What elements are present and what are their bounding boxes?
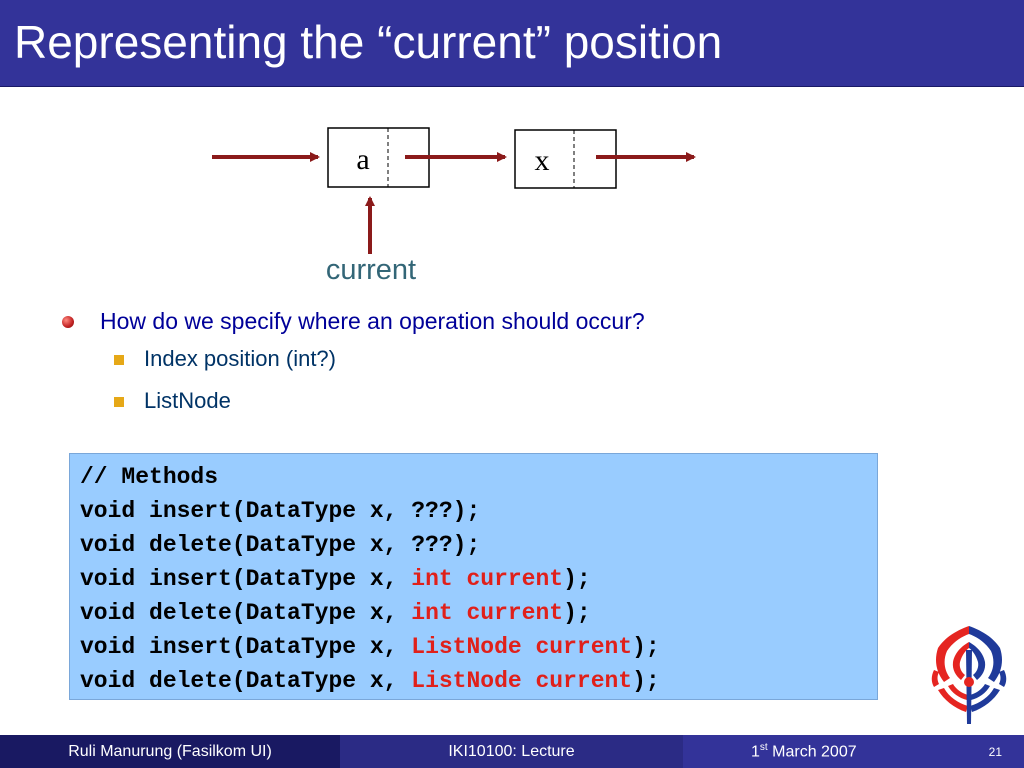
footer-course-section: IKI10100: Lecture	[340, 735, 683, 768]
footer-course: IKI10100: Lecture	[448, 742, 575, 760]
current-pointer-label: current	[326, 254, 416, 286]
code-line-1: // Methods	[80, 464, 219, 490]
footer-date-rest: March 2007	[767, 743, 857, 761]
footer-author: Ruli Manurung (Fasilkom UI)	[68, 742, 272, 760]
code-line-7: void delete(DataType x, ListNode current…	[80, 664, 877, 698]
code-text: void insert(DataType x,	[80, 634, 412, 660]
logo-red-half	[931, 626, 969, 712]
code-highlight: ListNode current	[411, 634, 633, 660]
footer-author-section: Ruli Manurung (Fasilkom UI)	[0, 735, 340, 768]
bullet-main-text: How do we specify where an operation sho…	[100, 308, 645, 334]
code-block: // Methods void insert(DataType x, ???);…	[69, 453, 878, 700]
bullet-dot-icon	[62, 316, 74, 328]
bullet-list: How do we specify where an operation sho…	[62, 306, 962, 422]
code-text: );	[563, 566, 591, 592]
footer-date: 1st March 2007	[751, 742, 857, 761]
footer-page-number: 21	[988, 745, 1002, 759]
title-bar: Representing the “current” position	[0, 0, 1024, 87]
code-line-4: void insert(DataType x, int current);	[80, 562, 877, 596]
code-text: void delete(DataType x,	[80, 668, 412, 694]
bullet-sub-2: ListNode	[62, 385, 962, 422]
code-highlight: ListNode current	[411, 668, 633, 694]
footer-date-suffix: st	[759, 742, 768, 753]
university-logo-icon	[931, 626, 1007, 724]
code-line-5: void delete(DataType x, int current);	[80, 596, 877, 630]
logo-center-dot	[964, 677, 974, 687]
linked-list-diagram: a x current	[212, 127, 696, 286]
code-line-2: void insert(DataType x, ???);	[80, 498, 481, 524]
bullet-sub-1: Index position (int?)	[62, 343, 962, 380]
node-x-value: x	[535, 144, 550, 177]
bullet-sub-2-text: ListNode	[144, 388, 231, 413]
code-line-6: void insert(DataType x, ListNode current…	[80, 630, 877, 664]
code-text: void insert(DataType x,	[80, 566, 412, 592]
code-highlight: int current	[411, 600, 564, 626]
code-text: );	[563, 600, 591, 626]
bullet-main: How do we specify where an operation sho…	[62, 306, 962, 338]
bullet-square-icon	[114, 355, 124, 365]
code-text: void delete(DataType x,	[80, 600, 412, 626]
code-highlight: int current	[411, 566, 564, 592]
code-text: );	[632, 668, 660, 694]
footer-date-day: 1	[751, 743, 760, 761]
footer-date-section: 1st March 2007 21	[683, 735, 1024, 768]
node-a-value: a	[356, 143, 369, 176]
slide-title: Representing the “current” position	[14, 16, 723, 68]
footer-bar: Ruli Manurung (Fasilkom UI) IKI10100: Le…	[0, 735, 1024, 768]
bullet-sub-1-text: Index position (int?)	[144, 346, 336, 371]
logo-blue-half	[969, 626, 1007, 712]
code-line-3: void delete(DataType x, ???);	[80, 532, 481, 558]
bullet-square-icon	[114, 397, 124, 407]
code-text: );	[632, 634, 660, 660]
